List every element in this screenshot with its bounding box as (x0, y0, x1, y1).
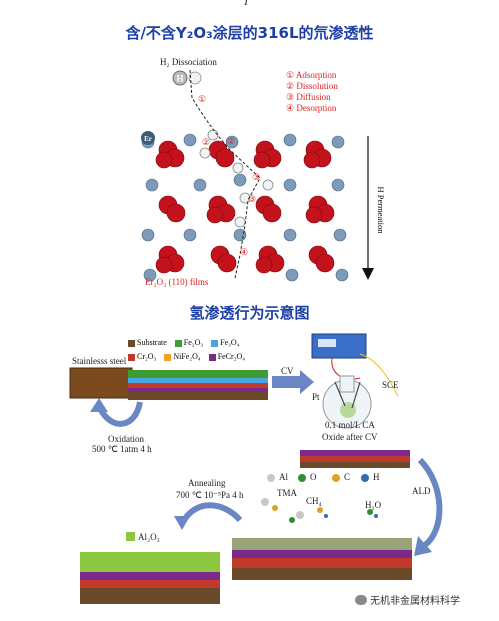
lattice-grey-atoms (141, 133, 349, 282)
annealing-label: Annealing (188, 478, 226, 488)
top-text-fragment: T (243, 0, 250, 8)
ch4-label: CH₄ (306, 496, 322, 506)
atom-legend-al: Al (279, 472, 288, 482)
h-symbol: H (176, 74, 183, 84)
svg-text:②: ② (202, 137, 210, 147)
svg-text:③: ③ (248, 194, 256, 204)
title-hydrogen-schematic: 氢渗透行为示意图 (189, 304, 310, 322)
steps-legend: ① Adsorption ② Dissolution ③ Diffusion ④… (286, 70, 338, 114)
legend-cr2o3: Cr₂O₃ (128, 350, 156, 364)
legend-fe3o4: Fe₃O₄ (211, 336, 240, 350)
stainless-steel-label: Stainlesss steel (72, 356, 127, 366)
oxide-after-cv-label: Oxide after CV (322, 432, 378, 442)
pt-label: Pt (312, 392, 320, 402)
svg-text:②: ② (227, 136, 235, 146)
stainless-steel-block (69, 367, 133, 399)
ald-label: ALD (412, 486, 431, 496)
wechat-icon (355, 594, 367, 605)
legend-nife2o4: NiFe₂O₄ (164, 350, 201, 364)
ca-label: 0.1 mol/L CA (325, 420, 375, 430)
atom-legend-o: O (310, 472, 317, 482)
watermark-text: 无机非金属材料科学 (370, 596, 460, 607)
oxide-legend: Substrate Fe₂O₃ Fe₃O₄ Cr₂O₃ NiFe₂O₄ FeCr… (128, 336, 298, 364)
er-atom-icon (141, 131, 155, 145)
step-adsorption: ① Adsorption (286, 70, 337, 80)
cv-label: CV (281, 366, 294, 376)
annealing-conditions: 700 ℃ 10⁻⁵Pa 4 h (176, 490, 244, 500)
annealing-arrow (180, 502, 243, 524)
step-desorption: ④ Desorption (286, 103, 337, 113)
oxidation-label: Oxidation (108, 434, 144, 444)
step-diffusion: ③ Diffusion (286, 92, 331, 102)
precursor-molecules (261, 498, 378, 523)
legend-fe2o3: Fe₂O₃ (174, 336, 203, 350)
tma-label: TMA (277, 488, 297, 498)
sce-label: SCE (382, 380, 399, 390)
er-symbol: Er (144, 135, 152, 143)
hydrogen-atoms (188, 71, 274, 228)
oxidation-arrow (97, 401, 143, 427)
oxidation-conditions: 500 ℃ 1atm 4 h (92, 444, 152, 454)
title-permeability: 含/不含Y₂O₃涂层的316L的氘渗透性 (125, 24, 374, 42)
process-diagram (69, 333, 443, 604)
red-oxide-clusters (155, 140, 335, 274)
h2o-label: H₂O (365, 500, 382, 510)
film-label: Er₂O₃ (110) films (145, 277, 209, 287)
step-markers: ① ② ② ③ ③ ④ (198, 94, 260, 257)
legend-fecr2o4: FeCr₂O₄ (208, 350, 245, 364)
h2-dissociation-label: H₂ Dissociation (160, 57, 217, 67)
mechanism-diagram: H Er ① ② ② ③ ③ ④ H Permeation (141, 69, 386, 282)
al2o3-label: Al₂O₃ (138, 532, 160, 542)
h-atom-icon (172, 70, 188, 86)
legend-substrate: Substrate (128, 336, 167, 350)
ald-arrow (417, 457, 443, 548)
atom-legend-h: H (373, 472, 380, 482)
atom-legend-c: C (344, 472, 351, 482)
cv-arrow (272, 370, 314, 394)
permeation-label: H Permeation (376, 187, 386, 235)
oxide-after-cv-sample (300, 450, 410, 468)
al2o3-final-sample (80, 552, 220, 604)
svg-text:④: ④ (240, 247, 248, 257)
step-dissolution: ② Dissolution (286, 81, 338, 91)
ald-coated-sample (232, 538, 412, 580)
svg-text:③: ③ (252, 172, 260, 182)
svg-text:①: ① (198, 94, 206, 104)
watermark: 无机非金属材料科学 (355, 592, 460, 607)
oxidized-sample (128, 370, 268, 400)
